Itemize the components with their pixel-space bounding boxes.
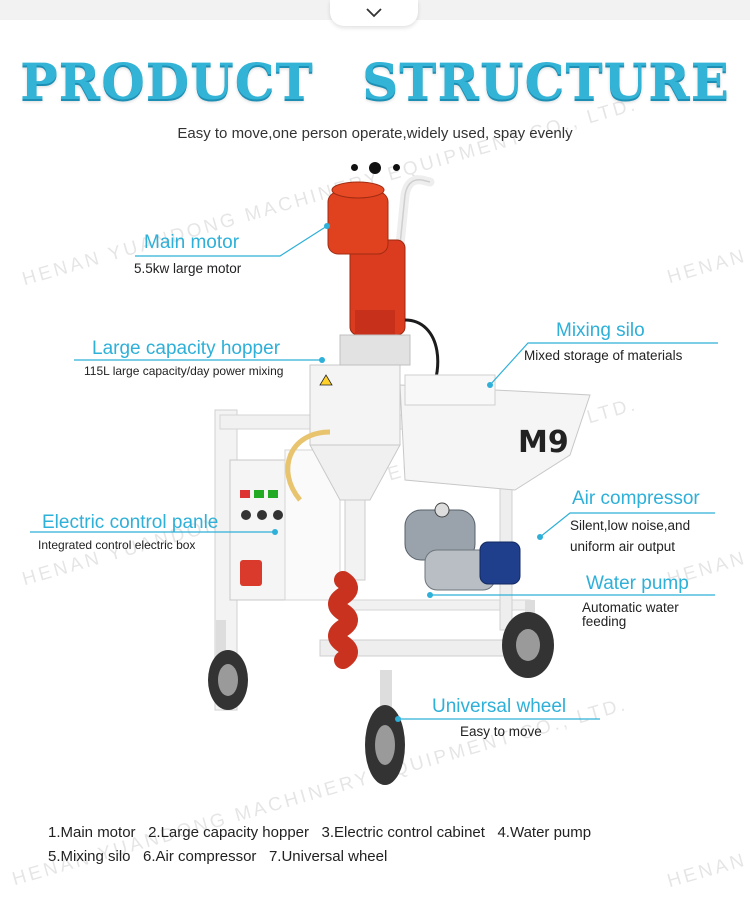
front-wheel [365, 670, 405, 785]
callout-water-pump-desc-2: feeding [582, 614, 627, 629]
leader-line [427, 592, 715, 598]
page-title: PRODUCT STRUCTURE [0, 52, 750, 111]
callout-hopper-title: Large capacity hopper [92, 338, 281, 359]
title-word-structure: STRUCTURE [362, 52, 730, 111]
leader-line [395, 716, 600, 722]
callout-water-pump-desc-1: Automatic water [582, 600, 679, 615]
right-wheel [502, 600, 554, 678]
leader-line [30, 529, 278, 535]
callout-control-panel-desc: Integrated control electric box [38, 538, 196, 552]
legend-item: 5.Mixing silo [48, 848, 131, 865]
dot-active [369, 162, 381, 174]
page-subtitle: Easy to move,one person operate,widely u… [177, 125, 573, 142]
legend-item: 6.Air compressor [143, 848, 257, 865]
callout-mixing-silo-title: Mixing silo [556, 320, 645, 341]
plastering-machine-illustration: M9 [208, 175, 591, 785]
legend-item: 3.Electric control cabinet [321, 824, 485, 841]
dot [393, 164, 400, 171]
dot [351, 164, 358, 171]
pager-dots [348, 159, 408, 175]
chevron-down-icon [366, 8, 382, 18]
leader-line [537, 512, 715, 540]
legend-row-1: 1.Main motor 2.Large capacity hopper 3.E… [48, 824, 591, 841]
legend-item: 1.Main motor [48, 824, 136, 841]
callout-wheel-title: Universal wheel [432, 696, 567, 717]
watermark: HENAN Y [665, 843, 750, 893]
legend-item: 4.Water pump [497, 824, 592, 841]
callout-hopper-desc: 115L large capacity/day power mixing [84, 364, 284, 378]
callout-wheel-desc: Easy to move [460, 724, 542, 739]
callout-air-compressor-title: Air compressor [572, 488, 700, 509]
leader-line [135, 223, 330, 257]
callout-mixing-silo-desc: Mixed storage of materials [524, 348, 683, 363]
callout-air-compressor-desc-2: uniform air output [570, 539, 676, 554]
leader-line [74, 357, 325, 363]
left-wheel [208, 620, 248, 710]
legend-row-2: 5.Mixing silo 6.Air compressor 7.Univers… [48, 848, 387, 865]
callout-water-pump-title: Water pump [586, 573, 689, 594]
callout-main-motor-title: Main motor [144, 232, 240, 253]
leader-line [487, 342, 718, 388]
legend-item: 2.Large capacity hopper [148, 824, 310, 841]
collapse-tab[interactable] [330, 0, 418, 26]
legend-item: 7.Universal wheel [268, 848, 388, 865]
title-word-product: PRODUCT [20, 52, 314, 111]
watermark: HENAN Y [665, 239, 750, 289]
callout-main-motor-desc: 5.5kw large motor [134, 261, 242, 276]
callout-air-compressor-desc-1: Silent,low noise,and [570, 518, 691, 533]
model-label: M9 [518, 425, 569, 460]
callout-control-panel-title: Electric control panle [42, 512, 219, 533]
